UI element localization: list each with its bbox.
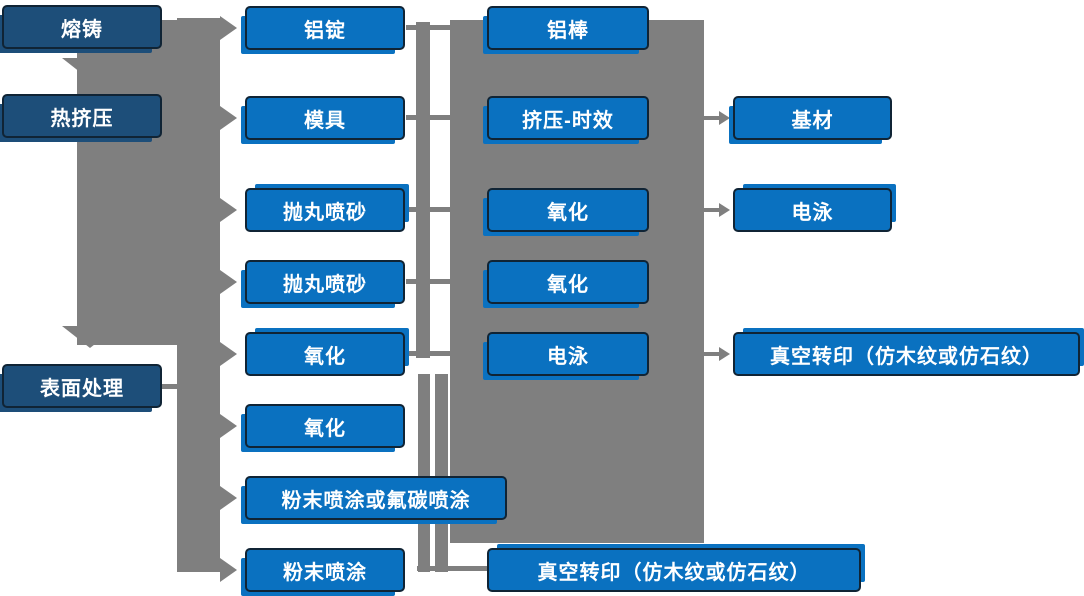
node-label: 电泳 bbox=[547, 345, 589, 368]
arrowhead-to-mold bbox=[220, 106, 237, 130]
connector-surface-treatment-stub bbox=[162, 384, 178, 389]
node-label: 氧化 bbox=[547, 273, 589, 296]
node-vacuum-transfer-a: 真空转印（仿木纹或仿石纹） bbox=[487, 548, 861, 592]
arrowhead-to-base-material bbox=[719, 111, 730, 125]
node-vacuum-transfer-b: 真空转印（仿木纹或仿石纹） bbox=[733, 332, 1080, 376]
node-hot-extrusion: 热挤压 bbox=[2, 94, 162, 138]
node-oxidation-a: 氧化 bbox=[245, 332, 405, 376]
arrowhead-to-powder-coating bbox=[220, 558, 237, 582]
connector-row-tick-2 bbox=[406, 115, 450, 120]
node-label: 真空转印（仿木纹或仿石纹） bbox=[770, 345, 1043, 368]
node-label: 抛丸喷砂 bbox=[283, 201, 367, 224]
node-label: 热挤压 bbox=[50, 107, 114, 130]
connector-mid-strip-upper bbox=[416, 22, 430, 358]
node-shot-blast-1: 抛丸喷砂 bbox=[245, 188, 405, 232]
arrowhead-to-al-ingot bbox=[220, 16, 237, 40]
arrowhead-to-vacuum-transfer-b bbox=[719, 347, 730, 361]
node-powder-coating: 粉末喷涂 bbox=[245, 548, 405, 592]
connector-row-tick-5 bbox=[406, 351, 450, 356]
arrowhead-to-powder-or-fluorocarbon bbox=[220, 486, 237, 510]
arrow-line-to-vacuum-transfer-b bbox=[704, 352, 719, 356]
node-label: 粉末喷涂 bbox=[283, 561, 367, 584]
connector-row-tick-1 bbox=[406, 25, 450, 30]
arrow-line-to-electrophoresis-b bbox=[704, 208, 719, 212]
node-base-material: 基材 bbox=[733, 96, 892, 140]
connector-fanout-band bbox=[177, 18, 220, 572]
arrow-line-to-base-material bbox=[704, 116, 719, 120]
node-label: 铝棒 bbox=[547, 19, 589, 42]
node-label: 基材 bbox=[791, 109, 834, 132]
node-electrophoresis-b: 电泳 bbox=[733, 188, 892, 232]
node-mold: 模具 bbox=[245, 96, 405, 140]
connector-row-tick-4 bbox=[406, 279, 450, 284]
node-label: 氧化 bbox=[304, 345, 346, 368]
arrow-down-to-surface-treatment bbox=[62, 326, 118, 348]
arrowhead-to-oxidation-a bbox=[220, 342, 237, 366]
node-label: 熔铸 bbox=[61, 18, 103, 41]
node-melt-casting: 熔铸 bbox=[2, 5, 162, 49]
node-label: 表面处理 bbox=[40, 377, 124, 400]
connector-mid-strip-lower-2 bbox=[435, 374, 448, 572]
node-oxidation-c: 氧化 bbox=[487, 188, 649, 232]
connector-row-tick-3 bbox=[406, 207, 450, 212]
node-label: 抛丸喷砂 bbox=[283, 273, 367, 296]
node-extrusion-aging: 挤压-时效 bbox=[487, 96, 649, 140]
node-label: 电泳 bbox=[791, 201, 834, 224]
arrowhead-to-shot-blast-1 bbox=[220, 198, 237, 222]
node-electrophoresis-a: 电泳 bbox=[487, 332, 649, 376]
node-label: 氧化 bbox=[304, 417, 346, 440]
node-powder-or-fluorocarbon: 粉末喷涂或氟碳喷涂 bbox=[245, 476, 507, 520]
node-label: 氧化 bbox=[547, 201, 589, 224]
node-label: 铝锭 bbox=[304, 19, 346, 42]
arrowhead-to-shot-blast-2 bbox=[220, 270, 237, 294]
node-shot-blast-2: 抛丸喷砂 bbox=[245, 260, 405, 304]
node-oxidation-d: 氧化 bbox=[487, 260, 649, 304]
connector-bottom-tick bbox=[417, 566, 488, 571]
node-surface-treatment: 表面处理 bbox=[2, 364, 162, 408]
node-oxidation-b: 氧化 bbox=[245, 404, 405, 448]
node-label: 粉末喷涂或氟碳喷涂 bbox=[281, 489, 471, 512]
node-al-rod: 铝棒 bbox=[487, 6, 649, 50]
node-label: 挤压-时效 bbox=[522, 109, 614, 132]
node-label: 真空转印（仿木纹或仿石纹） bbox=[537, 561, 811, 584]
connector-mid-strip-lower-1 bbox=[418, 374, 430, 572]
node-label: 模具 bbox=[304, 109, 346, 132]
arrowhead-to-electrophoresis-b bbox=[719, 203, 730, 217]
arrowhead-to-oxidation-b bbox=[220, 414, 237, 438]
arrow-down-to-hot-extrusion bbox=[62, 58, 118, 80]
node-al-ingot: 铝锭 bbox=[245, 6, 405, 50]
